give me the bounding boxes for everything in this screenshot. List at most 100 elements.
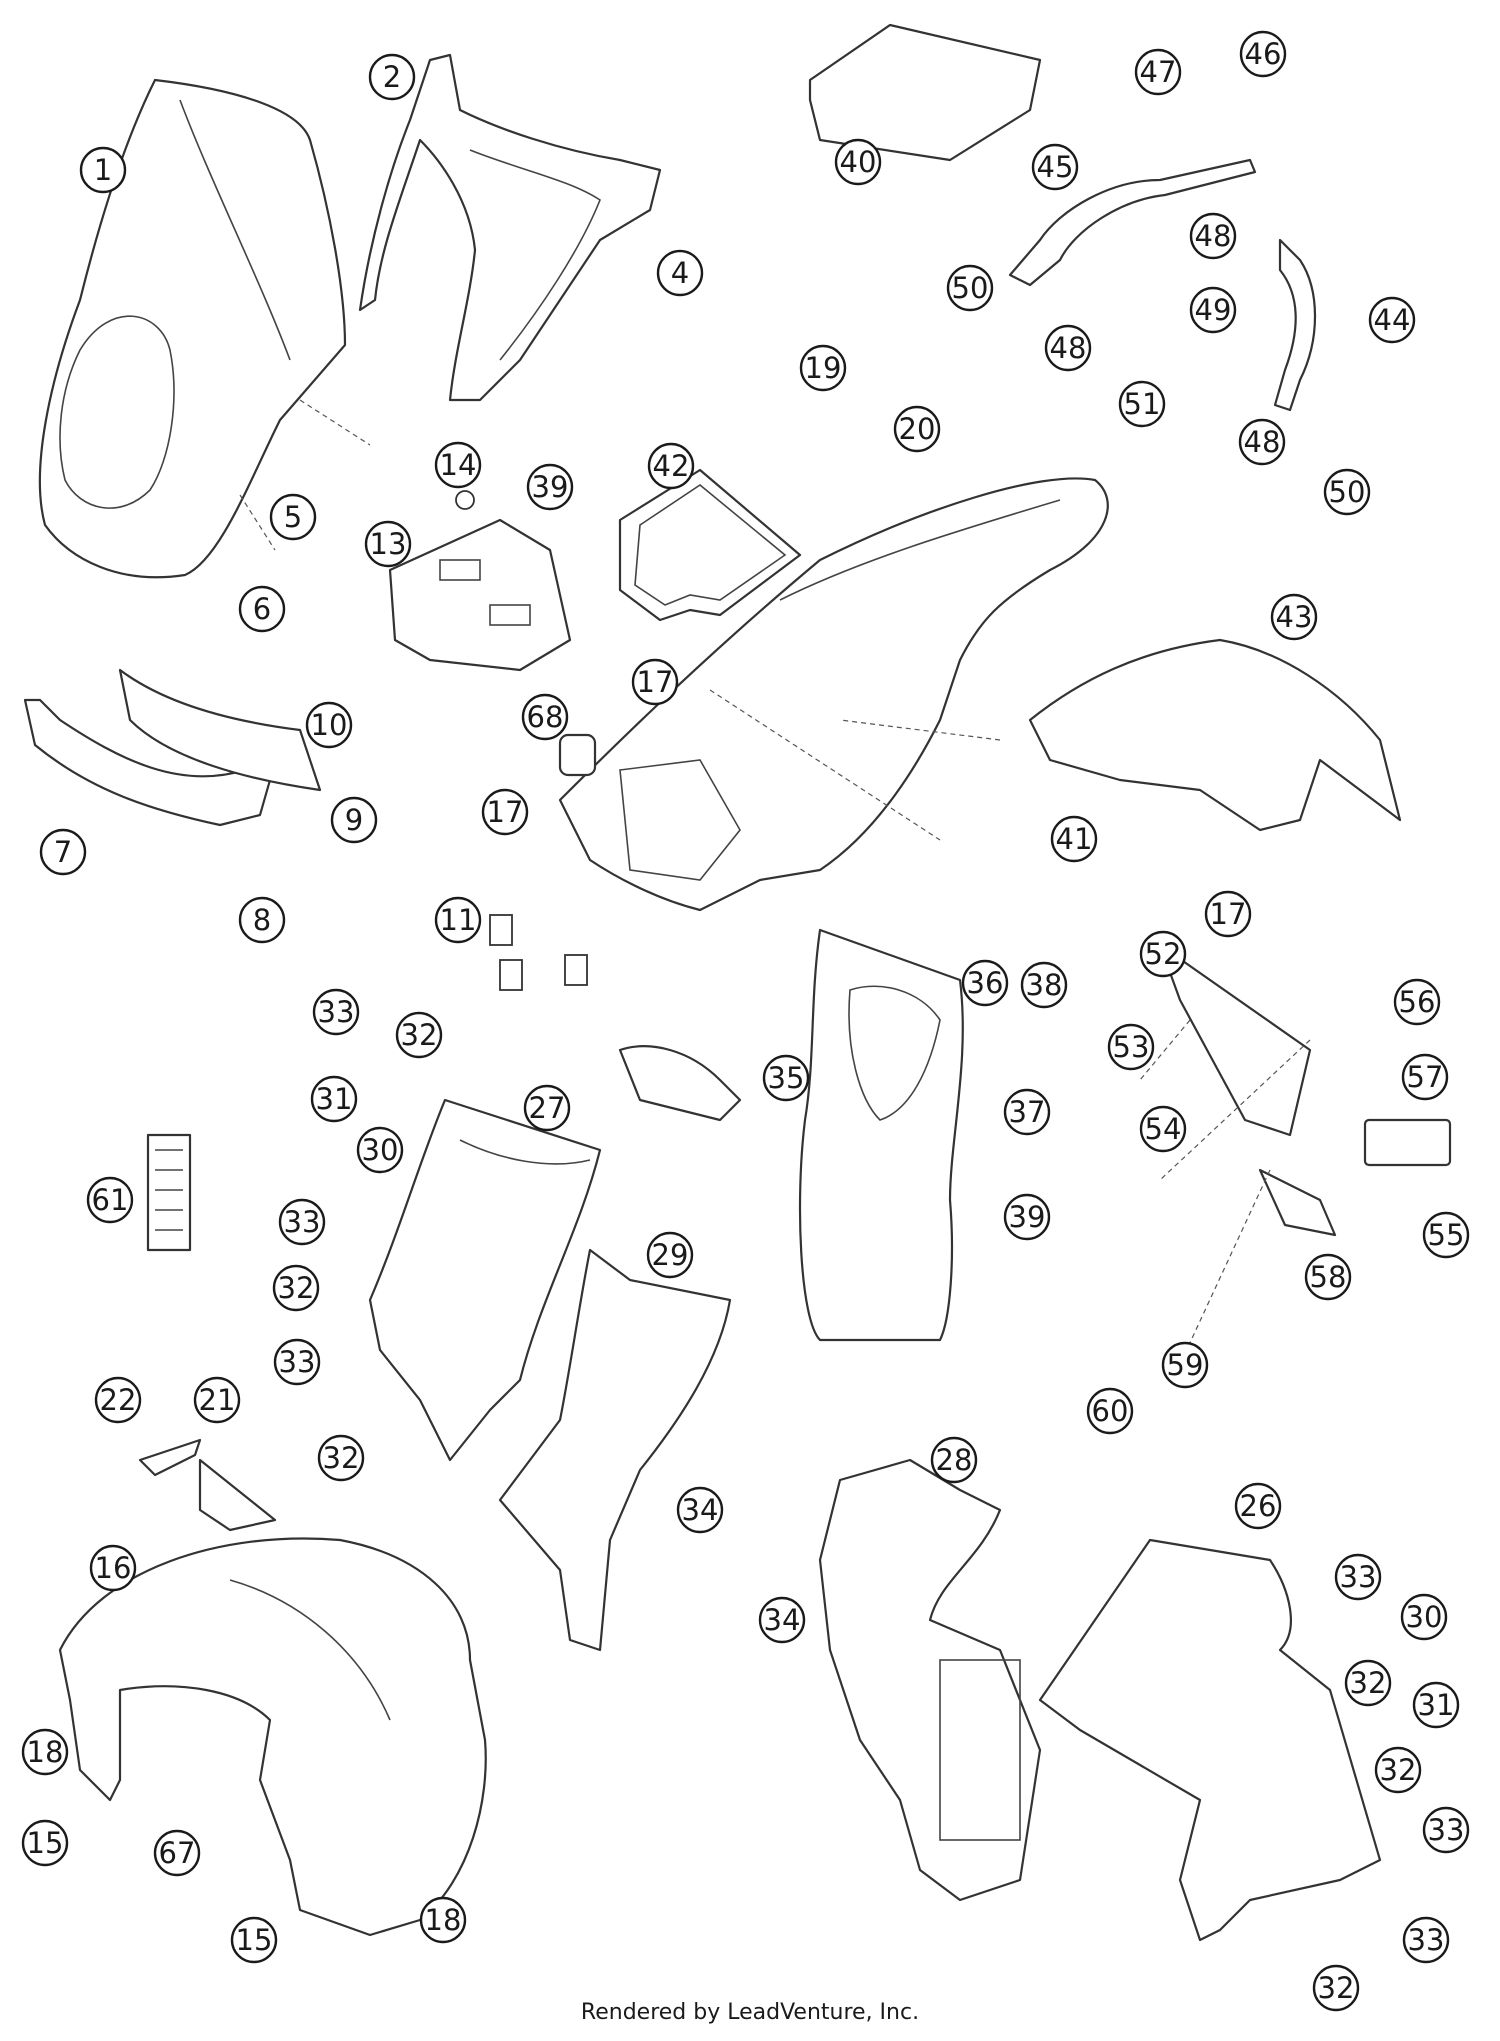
callout-48-c: 48 xyxy=(1238,418,1286,466)
callout-56: 56 xyxy=(1393,978,1441,1026)
callout-48-a: 48 xyxy=(1189,212,1237,260)
svg-text:33: 33 xyxy=(279,1345,316,1379)
svg-text:17: 17 xyxy=(637,665,674,699)
svg-text:32: 32 xyxy=(401,1018,438,1052)
part-side-panel-left-edge xyxy=(459,1139,591,1165)
part-windshield xyxy=(38,78,347,579)
part-radiator-spoiler-right xyxy=(1038,1538,1382,1942)
callout-39-b: 39 xyxy=(1003,1193,1051,1241)
svg-text:7: 7 xyxy=(54,835,72,869)
svg-text:45: 45 xyxy=(1037,150,1074,184)
callout-45: 45 xyxy=(1031,143,1079,191)
svg-text:29: 29 xyxy=(652,1238,689,1272)
part-clip-small xyxy=(138,1438,202,1477)
svg-text:9: 9 xyxy=(345,803,363,837)
callout-54: 54 xyxy=(1139,1105,1187,1153)
callout-33-d: 33 xyxy=(1334,1553,1382,1601)
part-tank-cover xyxy=(798,928,964,1342)
part-filler-cap xyxy=(558,733,597,777)
svg-text:19: 19 xyxy=(805,351,842,385)
svg-text:35: 35 xyxy=(768,1061,805,1095)
callout-29: 29 xyxy=(646,1231,694,1279)
svg-text:27: 27 xyxy=(529,1091,566,1125)
callout-17-c: 17 xyxy=(1204,890,1252,938)
callout-46: 46 xyxy=(1239,30,1287,78)
callout-31-a: 31 xyxy=(310,1075,358,1123)
part-deflector-small xyxy=(198,1458,277,1532)
svg-text:53: 53 xyxy=(1113,1030,1150,1064)
callout-30-b: 30 xyxy=(1400,1593,1448,1641)
callout-60: 60 xyxy=(1086,1387,1134,1435)
svg-text:1: 1 xyxy=(94,153,112,187)
callout-58: 58 xyxy=(1304,1253,1352,1301)
callout-33-f: 33 xyxy=(1402,1916,1450,1964)
callout-8: 8 xyxy=(238,896,286,944)
svg-text:31: 31 xyxy=(316,1082,353,1116)
svg-text:11: 11 xyxy=(440,903,477,937)
part-spoiler-panel xyxy=(118,668,322,792)
callout-33-e: 33 xyxy=(1422,1806,1470,1854)
svg-text:15: 15 xyxy=(236,1923,273,1957)
svg-text:39: 39 xyxy=(1009,1200,1046,1234)
part-tank-cover-recess xyxy=(848,985,941,1121)
svg-text:40: 40 xyxy=(840,145,877,179)
callout-35: 35 xyxy=(762,1054,810,1102)
svg-text:26: 26 xyxy=(1240,1489,1277,1523)
svg-text:17: 17 xyxy=(1210,897,1247,931)
svg-text:32: 32 xyxy=(1380,1753,1417,1787)
callout-19: 19 xyxy=(799,344,847,392)
callout-4: 4 xyxy=(656,249,704,297)
part-front-fender xyxy=(58,1537,487,1937)
svg-text:55: 55 xyxy=(1428,1218,1465,1252)
callout-50-b: 50 xyxy=(1323,468,1371,516)
part-reflector xyxy=(1363,1118,1452,1167)
svg-text:13: 13 xyxy=(370,527,407,561)
svg-text:42: 42 xyxy=(653,449,690,483)
part-gasket-small xyxy=(618,1045,742,1122)
part-reflector-holder xyxy=(1258,1168,1337,1237)
part-air-filter xyxy=(146,1133,192,1252)
svg-text:33: 33 xyxy=(1408,1923,1445,1957)
part-rear-subframe-cover xyxy=(1028,638,1402,832)
svg-text:33: 33 xyxy=(1340,1560,1377,1594)
callout-49: 49 xyxy=(1189,286,1237,334)
svg-text:10: 10 xyxy=(311,708,348,742)
callout-41: 41 xyxy=(1050,815,1098,863)
svg-text:58: 58 xyxy=(1310,1260,1347,1294)
diagram-credit: Rendered by LeadVenture, Inc. xyxy=(580,2000,920,2025)
callout-32-c: 32 xyxy=(317,1434,365,1482)
svg-text:28: 28 xyxy=(936,1443,973,1477)
svg-text:41: 41 xyxy=(1056,822,1093,856)
svg-text:15: 15 xyxy=(27,1826,64,1860)
callout-36: 36 xyxy=(961,959,1009,1007)
callout-50-a: 50 xyxy=(946,264,994,312)
part-mount-bracket-slot-1 xyxy=(439,559,481,581)
svg-text:56: 56 xyxy=(1399,985,1436,1019)
callout-67: 67 xyxy=(153,1829,201,1877)
svg-text:68: 68 xyxy=(527,700,564,734)
callout-37: 37 xyxy=(1003,1088,1051,1136)
part-mount-bracket-slot-2 xyxy=(489,604,531,626)
callout-33-b: 33 xyxy=(278,1198,326,1246)
callout-32-b: 32 xyxy=(272,1264,320,1312)
callout-22: 22 xyxy=(94,1376,142,1424)
callout-27: 27 xyxy=(523,1084,571,1132)
svg-text:32: 32 xyxy=(278,1271,315,1305)
svg-text:67: 67 xyxy=(159,1836,196,1870)
callout-57: 57 xyxy=(1401,1053,1449,1101)
callout-13: 13 xyxy=(364,520,412,568)
callout-17-b: 17 xyxy=(481,788,529,836)
svg-text:32: 32 xyxy=(1318,1971,1355,2005)
callout-39-a: 39 xyxy=(526,463,574,511)
callout-26: 26 xyxy=(1234,1482,1282,1530)
callout-30-a: 30 xyxy=(356,1126,404,1174)
callout-17-a: 17 xyxy=(631,658,679,706)
svg-text:33: 33 xyxy=(1428,1813,1465,1847)
callout-40: 40 xyxy=(834,138,882,186)
svg-text:57: 57 xyxy=(1407,1060,1444,1094)
callout-32-f: 32 xyxy=(1312,1964,1360,2012)
callout-42: 42 xyxy=(647,442,695,490)
part-headlight-frame-inner xyxy=(469,149,601,361)
part-license-bracket xyxy=(1158,943,1312,1137)
